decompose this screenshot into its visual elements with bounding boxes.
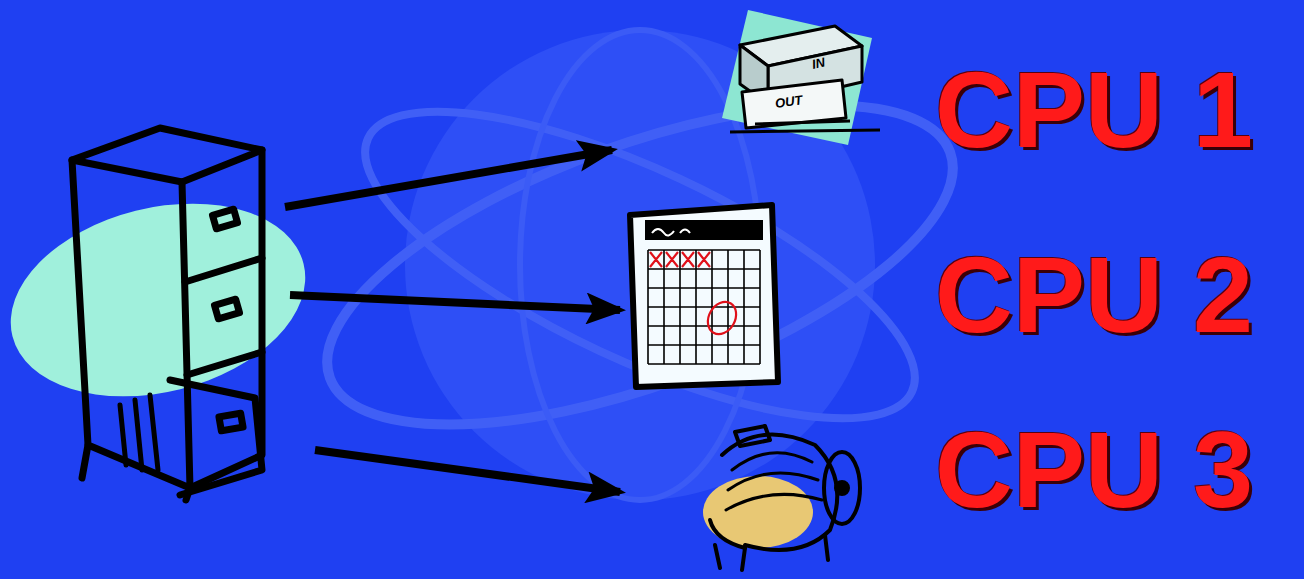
folders — [120, 395, 158, 470]
arrow — [285, 150, 612, 207]
file-cabinet — [72, 128, 262, 500]
calendar-header — [645, 220, 763, 240]
rolodex-wheel — [824, 452, 860, 524]
rolodex-icon — [703, 426, 860, 570]
header-scribble — [652, 229, 690, 236]
orbit — [328, 52, 952, 478]
calendar-crosses — [650, 252, 710, 267]
drawer-handle — [219, 413, 243, 431]
arrows — [285, 150, 620, 492]
calendar-frame — [630, 205, 778, 387]
cabinet-top — [72, 128, 262, 182]
tray-backdrop — [722, 10, 872, 145]
cpu-label: CPU 3 — [935, 416, 1253, 524]
calendar-circle — [702, 297, 742, 339]
rolodex-backdrop — [703, 476, 813, 548]
calendar-grid — [648, 250, 760, 364]
arrow — [315, 450, 620, 492]
calendar-icon — [630, 205, 778, 387]
tray-out-text: OUT — [774, 93, 803, 110]
arrow — [290, 295, 620, 310]
rolodex-feet — [715, 535, 828, 570]
cabinet-front — [190, 150, 262, 488]
rolodex-knob — [836, 482, 848, 494]
inout-tray-icon — [722, 10, 880, 145]
cabinet-side — [72, 160, 190, 488]
globe — [405, 30, 875, 500]
cpu-label: CPU 2 — [935, 241, 1253, 349]
drawer-handle — [212, 209, 237, 229]
open-drawer — [170, 380, 262, 495]
drawer-line — [187, 352, 262, 375]
globe-watermark — [289, 30, 991, 500]
cabinet-feet — [82, 445, 190, 500]
cpu-label: CPU 1 — [935, 56, 1253, 164]
drawer-handle — [214, 299, 239, 319]
card-lines — [726, 453, 822, 510]
drawer-line — [185, 258, 262, 282]
tray-shelf — [730, 121, 880, 132]
cabinet-backdrop — [0, 174, 326, 425]
rolodex-base — [710, 520, 745, 548]
tray-in-text: IN — [811, 55, 826, 70]
orbit — [289, 39, 991, 490]
rolodex-cards — [722, 435, 837, 550]
